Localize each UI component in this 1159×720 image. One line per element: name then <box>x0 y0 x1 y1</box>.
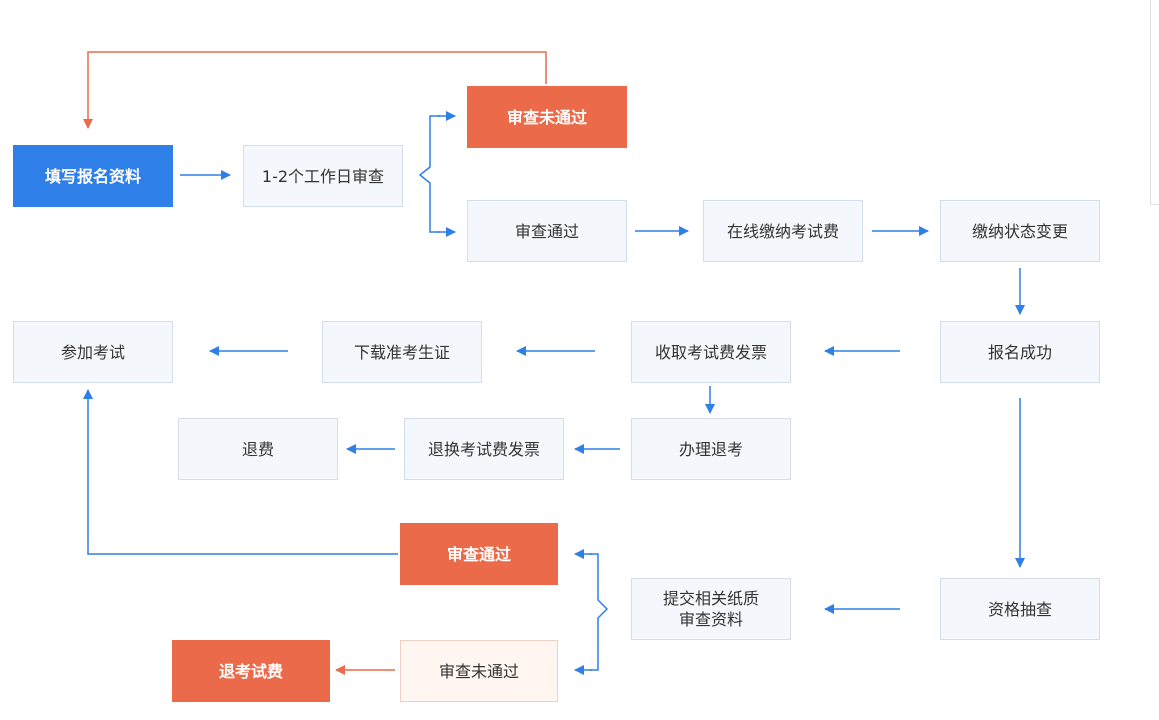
node-review-failed: 审查未通过 <box>467 86 627 148</box>
node-review-days: 1-2个工作日审查 <box>243 145 403 207</box>
node-paper-review-failed: 审查未通过 <box>400 640 558 702</box>
node-get-invoice: 收取考试费发票 <box>631 321 791 383</box>
side-panel-edge <box>1150 0 1159 205</box>
node-qualification-check: 资格抽查 <box>940 578 1100 640</box>
node-withdraw-exam: 办理退考 <box>631 418 791 480</box>
paper-review-split-bracket <box>590 553 609 671</box>
node-attend-exam: 参加考试 <box>13 321 173 383</box>
node-exchange-invoice: 退换考试费发票 <box>404 418 564 480</box>
node-refund-exam-fee: 退考试费 <box>172 640 330 702</box>
node-paper-review-passed: 审查通过 <box>400 523 558 585</box>
node-refund: 退费 <box>178 418 338 480</box>
node-review-passed: 审查通过 <box>467 200 627 262</box>
review-split-bracket <box>418 115 440 233</box>
node-download-ticket: 下载准考生证 <box>322 321 482 383</box>
node-register-success: 报名成功 <box>940 321 1100 383</box>
node-payment-status: 缴纳状态变更 <box>940 200 1100 262</box>
node-pay-online: 在线缴纳考试费 <box>703 200 863 262</box>
edge-review-failed-to-fill-info <box>83 51 547 129</box>
node-submit-docs: 提交相关纸质 审查资料 <box>631 578 791 640</box>
edge-paper-passed-to-exam <box>83 389 398 555</box>
node-fill-info: 填写报名资料 <box>13 145 173 207</box>
